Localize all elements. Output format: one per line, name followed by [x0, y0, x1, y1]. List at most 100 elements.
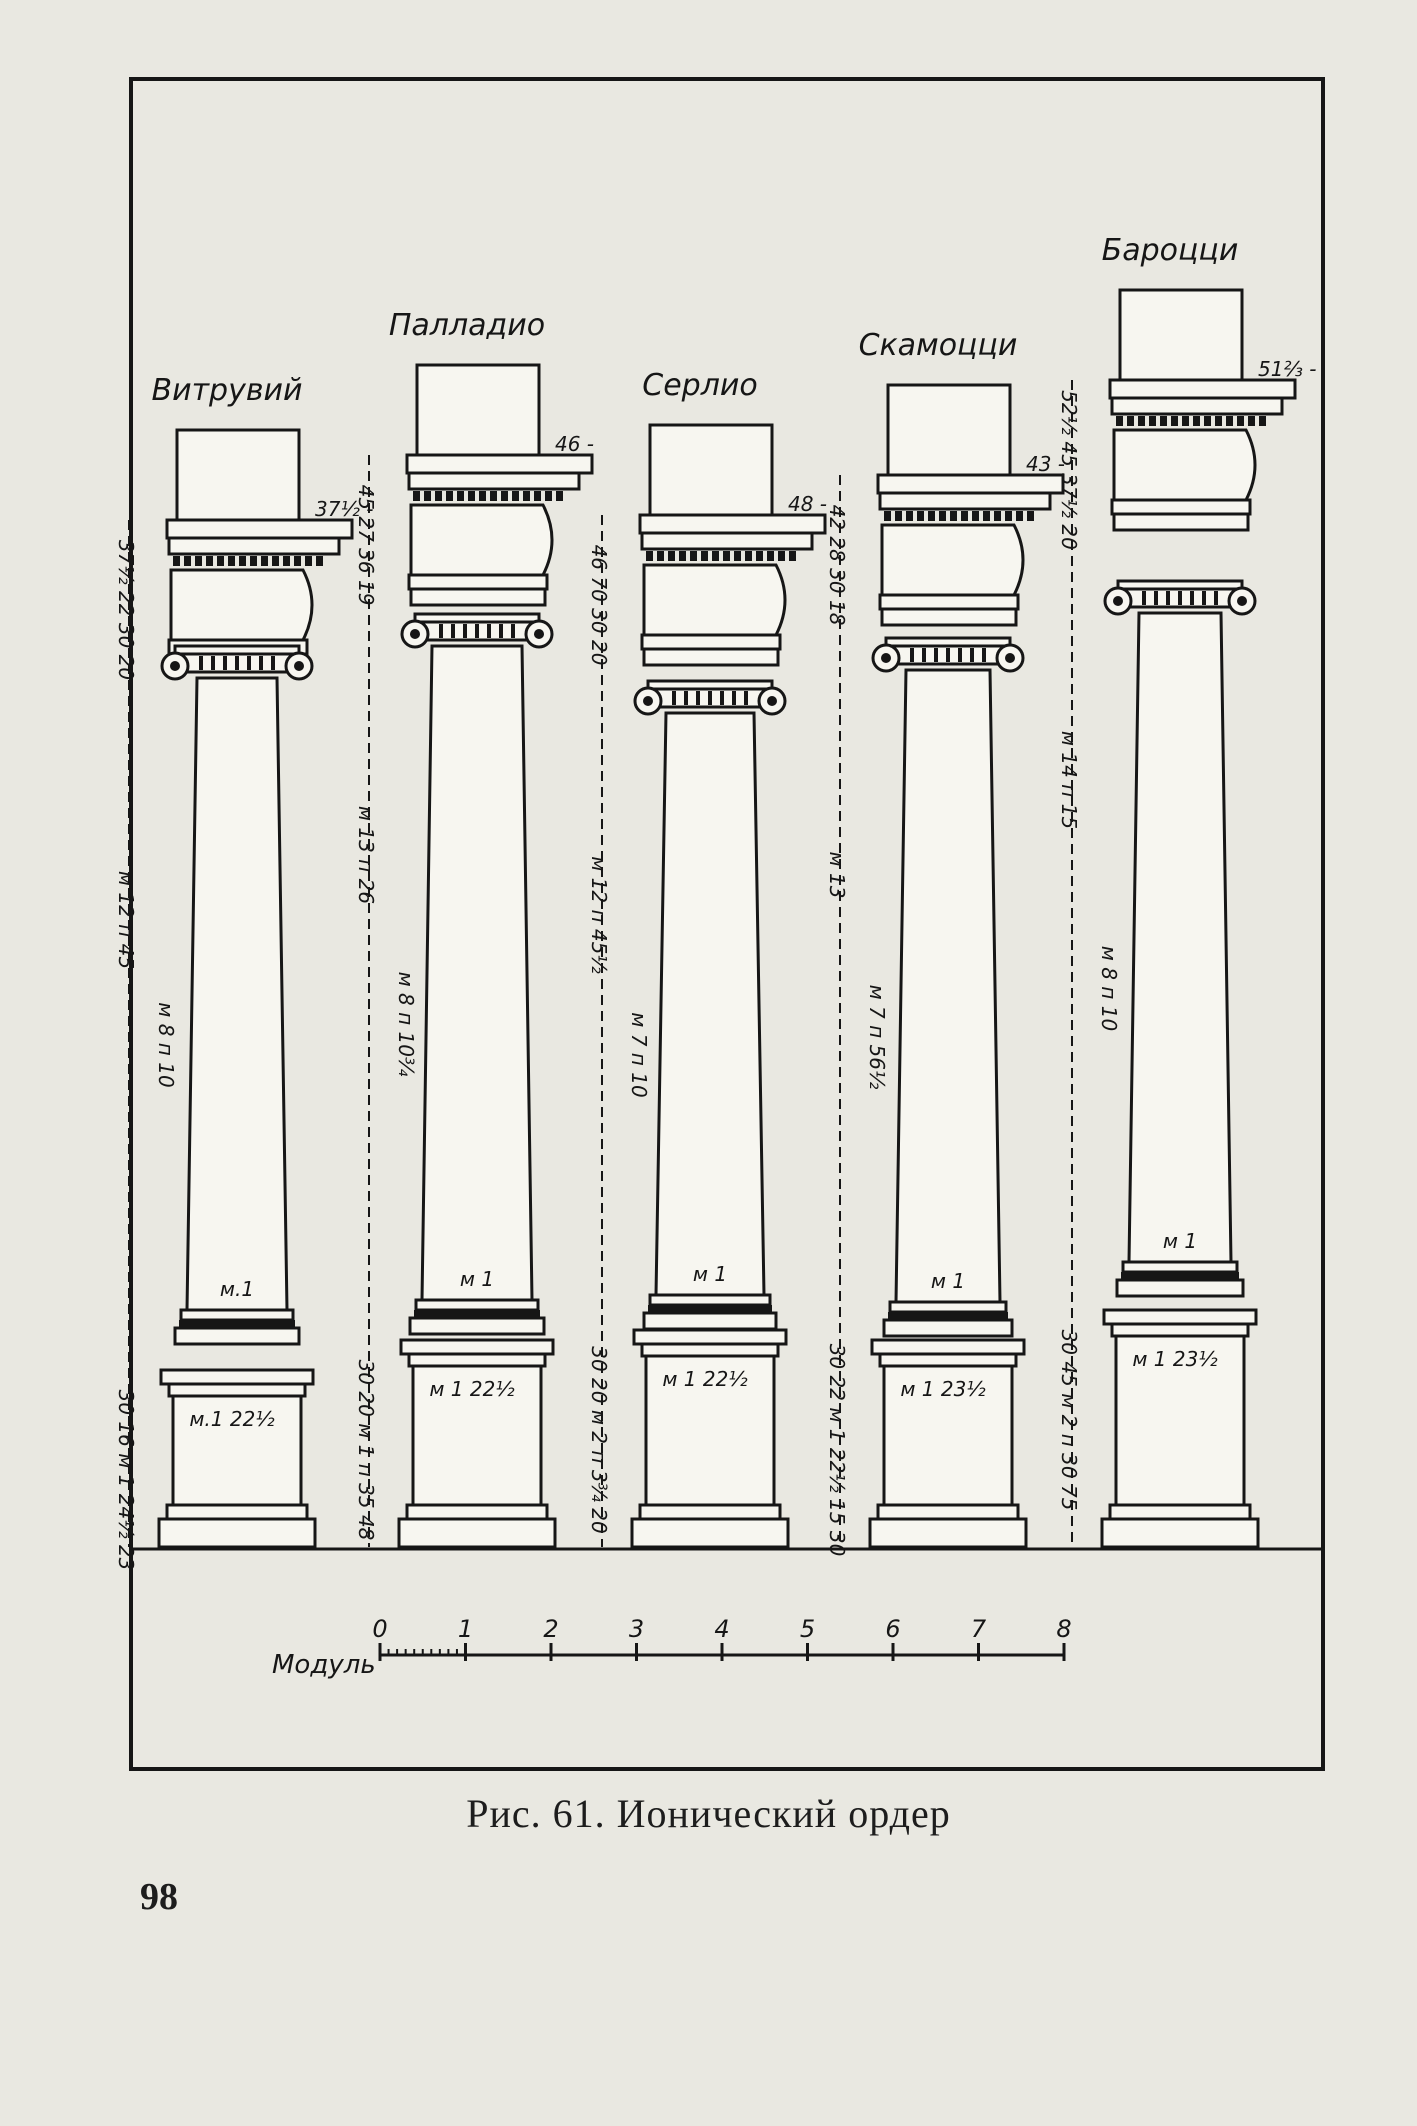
dentil: [884, 511, 891, 521]
page-number: 98: [140, 1876, 178, 1918]
frieze: [169, 568, 314, 642]
frieze: [409, 503, 554, 577]
base-ring: [888, 1312, 1008, 1320]
dimension-label-order: м 12 п 45: [114, 871, 138, 969]
volute-eye: [170, 661, 180, 671]
figure-frame: [129, 77, 1325, 1771]
dentil: [1237, 416, 1244, 426]
dentil: [206, 556, 213, 566]
dentil: [283, 556, 290, 566]
volute-eye: [643, 696, 653, 706]
pedestal-plinth: [1100, 1517, 1260, 1549]
dimension-label-base: 30 16 м 1 24½ 23: [114, 1390, 138, 1571]
dentil: [895, 511, 902, 521]
architrave-band: [640, 633, 782, 651]
entablature-block: [415, 363, 541, 457]
dentil: [250, 556, 257, 566]
dentil: [523, 491, 530, 501]
dentil: [1160, 416, 1167, 426]
base-ring: [414, 1310, 540, 1318]
base-plinth: [1115, 1278, 1245, 1298]
dentil: [712, 551, 719, 561]
entablature-height-label: 43 -: [1026, 452, 1065, 476]
pedestal-cornice-band: [407, 1352, 547, 1368]
dentil: [1204, 416, 1211, 426]
dentil: [657, 551, 664, 561]
column-title: Витрувий: [151, 373, 302, 408]
dentil: [294, 556, 301, 566]
base-ring: [1121, 1272, 1239, 1280]
figure-caption: Рис. 61. Ионический ордер: [466, 1791, 951, 1836]
scale-tick-label: 6: [885, 1615, 900, 1643]
base-ring: [888, 1300, 1008, 1314]
dimension-label-top: 46 70 30 20: [587, 545, 611, 666]
shaft-module-label: м 1: [931, 1269, 965, 1293]
volute-eye: [1113, 596, 1123, 606]
dentil: [446, 491, 453, 501]
architrave-band: [1112, 512, 1250, 532]
dentil: [789, 551, 796, 561]
pedestal-cornice-band: [1110, 1322, 1250, 1338]
dentil: [490, 491, 497, 501]
base-ring: [648, 1305, 772, 1313]
dentil: [413, 491, 420, 501]
dentil: [1182, 416, 1189, 426]
column-shaft: [894, 668, 1002, 1304]
dentil: [906, 511, 913, 521]
scale-tick-label: 5: [800, 1615, 815, 1643]
pedestal-cornice: [632, 1328, 788, 1346]
dentil: [939, 511, 946, 521]
dentil: [767, 551, 774, 561]
shaft-module-label: м.1: [220, 1277, 254, 1301]
column-shaft: [420, 644, 534, 1302]
dentil: [239, 556, 246, 566]
scale-tick-label: 4: [714, 1615, 729, 1643]
dentil: [928, 511, 935, 521]
dimension-label-base: 30 45 м 2 п 30 75: [1057, 1330, 1081, 1511]
scale-tick-label: 0: [372, 1615, 387, 1643]
pedestal-cornice: [399, 1338, 555, 1356]
architrave-band: [407, 573, 549, 591]
entablature-block: [175, 428, 301, 522]
column-title: Палладио: [389, 308, 545, 343]
dentil: [1116, 416, 1123, 426]
dimension-label-column: м 7 п 10: [627, 1012, 651, 1097]
dentil: [1248, 416, 1255, 426]
dentil: [778, 551, 785, 561]
dimension-label-column: м 8 п 10¾: [394, 972, 418, 1077]
column-shaft: [185, 676, 289, 1312]
entablature-height-label: 48 -: [788, 492, 827, 516]
cornice-band: [167, 536, 341, 556]
dimension-label-order: м 14 п 15: [1057, 731, 1081, 829]
dentil: [228, 556, 235, 566]
dentil: [217, 556, 224, 566]
scale-label: Модуль: [272, 1650, 376, 1680]
dentil: [994, 511, 1001, 521]
base-plinth: [173, 1326, 301, 1346]
scale-tick-label: 3: [629, 1615, 644, 1643]
cornice: [165, 518, 354, 540]
dimension-label-top: 42 28 30 18: [825, 505, 849, 626]
dentil: [1016, 511, 1023, 521]
cornice-band: [407, 471, 581, 491]
volute-eye: [294, 661, 304, 671]
dimension-label-order: м 12 п 45½: [587, 856, 611, 974]
entablature-height-label: 37½ -: [315, 497, 373, 521]
scale-tick-label: 1: [458, 1615, 473, 1643]
base-ring: [179, 1308, 295, 1322]
architrave-band: [1110, 498, 1252, 516]
dentil: [690, 551, 697, 561]
dentil: [173, 556, 180, 566]
volute-eye: [1237, 596, 1247, 606]
volute-eye: [881, 653, 891, 663]
dentil: [679, 551, 686, 561]
dentil: [468, 491, 475, 501]
dentil: [734, 551, 741, 561]
dentil: [1193, 416, 1200, 426]
dimension-label-column: м 8 п 10: [154, 1002, 178, 1087]
column-title: Серлио: [642, 368, 757, 403]
dimension-label-top: 45 27 36 19: [354, 485, 378, 606]
